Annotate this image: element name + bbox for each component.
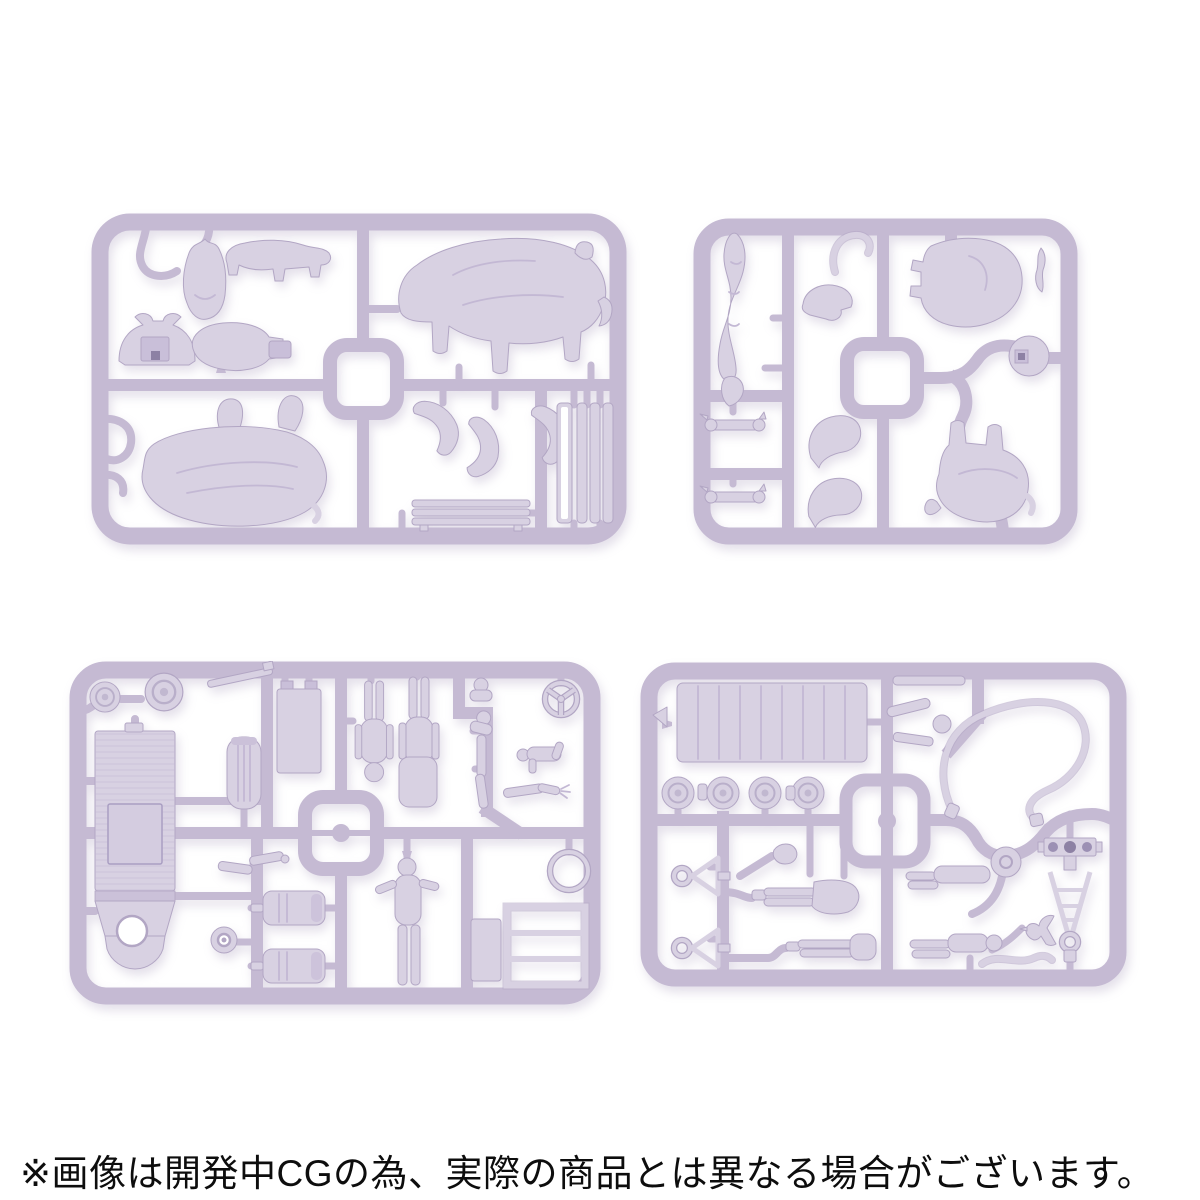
flat-panel-part [276,680,322,774]
rope-hose-part [939,698,1090,828]
bust-parts [468,677,497,809]
figure-hanging-2-with-pack [398,676,440,808]
sprue-trailer-figures [640,662,1127,987]
rhino-head-part [182,238,227,320]
seat-frame-part [470,902,590,990]
rhino-ears-head-cap-part [118,313,196,366]
pulley-part [210,926,238,954]
small-limb-parts-top [886,675,966,747]
wheel-parts [89,671,185,713]
pouch-part [772,843,798,865]
tow-rod-part [207,661,275,688]
sprue-elephant-crocodile [693,218,1078,545]
sprue-rhinoceros [91,213,627,545]
canvas-tarp-part [652,682,868,763]
arm-limb-part-left [217,851,290,875]
figure-crouching [516,741,564,774]
crocodile-legs-part-1 [699,411,767,432]
sprue-truck-figures [69,661,601,1005]
fuel-drum-part-2 [250,948,326,984]
small-hose-part [978,951,1056,968]
elephant-body-top-half [909,237,1023,328]
figure-lying-bottom-1 [785,933,877,961]
fence-slat-parts [556,402,614,524]
elephant-trunk-part [829,230,874,276]
steering-wheel-part [541,679,581,719]
elephant-head-ball-part [1008,335,1050,377]
figure-legs-part-1 [751,879,860,915]
runner-frame [640,662,1127,987]
figure-lying-bottom-2 [909,933,1003,959]
trailer-wheel-parts [661,776,825,810]
truck-bed-part [94,722,176,970]
hoop-ring-part [546,848,592,894]
runner-frame [91,213,627,545]
mirror-bracket-part-1 [670,855,731,897]
bench-part [411,499,531,532]
figure-with-blower [905,846,1022,890]
rhino-body-left-half-upside-down [141,395,327,527]
arm-with-hand-part [503,783,571,799]
crocodile-legs-part-2 [699,483,767,504]
rhino-torso-lump-part [191,322,292,372]
crocodile-body-part [717,232,746,407]
elephant-ear-part-2 [807,477,863,528]
rhino-calf-part [225,239,332,282]
runner-frame [69,661,601,1005]
mirror-bracket-part-2 [670,927,731,969]
elephant-ear-part-1 [808,415,862,469]
rhino-body-right-half [398,237,613,374]
trailer-jack-part [1037,837,1103,963]
figure-hanging-1 [354,680,394,783]
figure-standing-center [375,857,440,986]
fuel-drum-part-1 [250,890,326,926]
elephant-jaw-part [801,284,853,321]
elephant-small-trunk-part [1035,247,1046,293]
bird-part [1019,915,1057,946]
fuel-can-part [226,736,262,810]
cg-disclaimer-text: ※画像は開発中CGの為、実際の商品とは異なる場合がございます。 [20,1153,1155,1194]
elephant-body-bottom-half [924,420,1036,523]
